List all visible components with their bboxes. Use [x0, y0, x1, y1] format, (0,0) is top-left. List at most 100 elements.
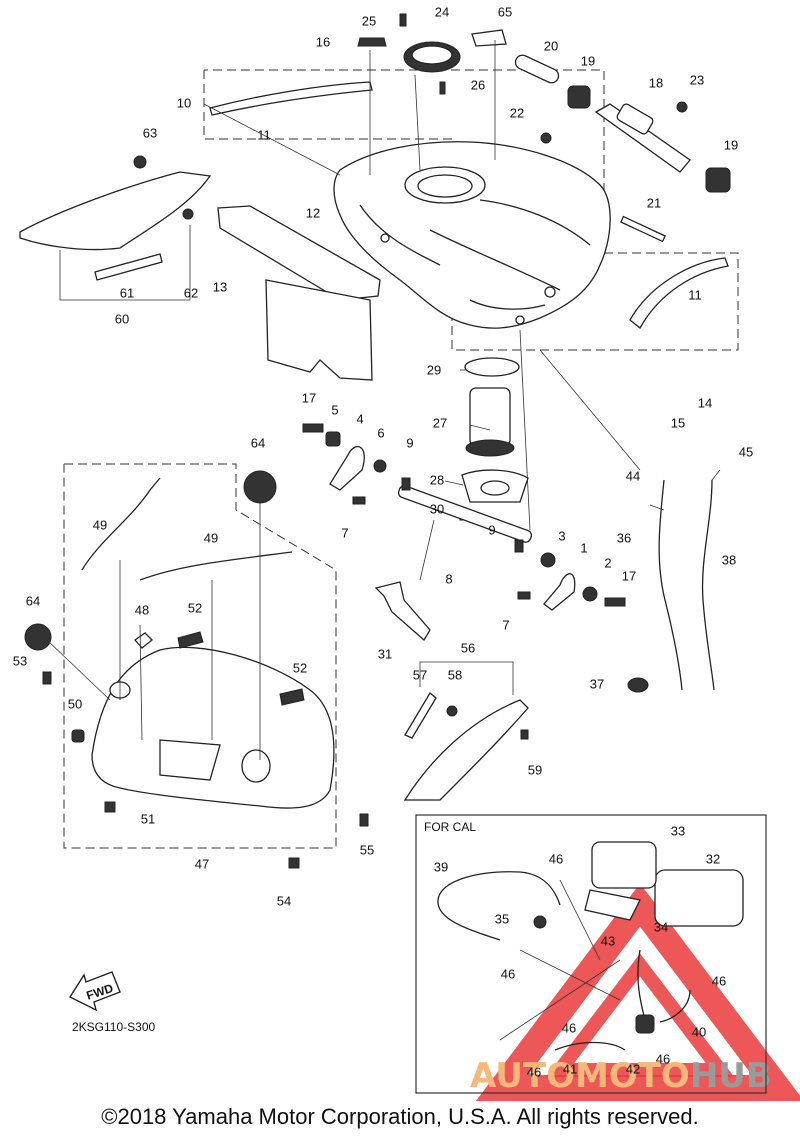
part-number-61: 61 — [120, 285, 134, 300]
part-number-39: 39 — [434, 859, 448, 874]
tank-air-guide — [217, 205, 381, 301]
part-number-31: 31 — [378, 646, 392, 661]
part-number-5: 5 — [331, 402, 338, 417]
group-boxes: FOR CAL — [63, 69, 767, 1094]
part-number-57: 57 — [413, 667, 427, 682]
part-number-64: 64 — [26, 593, 40, 608]
pipe-assembly — [302, 423, 626, 611]
part-number-21: 21 — [647, 195, 661, 210]
part-number-46: 46 — [501, 966, 515, 981]
watermark-triangle-inner — [545, 953, 735, 1077]
part-number-51: 51 — [141, 811, 155, 826]
part-number-43: 43 — [601, 933, 615, 948]
part-number-11: 11 — [257, 127, 271, 142]
part-number-48: 48 — [135, 602, 149, 617]
part-number-47: 47 — [195, 856, 209, 871]
part-number-4: 4 — [356, 411, 363, 426]
part-number-58: 58 — [448, 667, 462, 682]
part-number-62: 62 — [184, 285, 198, 300]
part-number-46: 46 — [527, 1064, 541, 1079]
part-number-22: 22 — [510, 105, 524, 120]
part-number-60: 60 — [115, 311, 129, 326]
part-number-9: 9 — [488, 522, 495, 537]
tank-cover-group-box — [63, 463, 337, 849]
part-number-33: 33 — [671, 823, 685, 838]
part-number-56: 56 — [461, 640, 475, 655]
part-number-49: 49 — [204, 530, 218, 545]
part-number-40: 40 — [692, 1024, 706, 1039]
part-number-16: 16 — [316, 34, 330, 49]
cal-box-label: FOR CAL — [424, 820, 476, 834]
tank-group-box — [203, 69, 739, 351]
tank-pad — [265, 279, 373, 381]
part-number-20: 20 — [544, 38, 558, 53]
filler-cap — [357, 13, 507, 95]
part-number-46: 46 — [712, 973, 726, 988]
part-number-12: 12 — [306, 205, 320, 220]
part-number-52: 52 — [293, 660, 307, 675]
part-number-37: 37 — [590, 676, 604, 691]
part-number-13: 13 — [213, 279, 227, 294]
watermark-triangle — [475, 883, 800, 1101]
part-number-19: 19 — [581, 53, 595, 68]
part-number-65: 65 — [498, 4, 512, 19]
part-number-63: 63 — [143, 125, 157, 140]
part-number-27: 27 — [433, 415, 447, 430]
part-number-32: 32 — [706, 851, 720, 866]
part-number-23: 23 — [690, 72, 704, 87]
part-number-34: 34 — [654, 919, 668, 934]
part-labels: 1234567789910111112131415161717181919202… — [13, 4, 753, 1079]
part-number-1: 1 — [580, 540, 587, 555]
part-number-3: 3 — [558, 528, 565, 543]
drain-hoses — [627, 479, 715, 693]
tank-rubber-strip-upper — [209, 81, 373, 116]
diagram-code: 2KSG110-S300 — [72, 1020, 155, 1034]
tank-bracket — [514, 54, 731, 243]
cal-group-box — [415, 814, 767, 1094]
part-number-38: 38 — [722, 552, 736, 567]
part-number-55: 55 — [360, 842, 374, 857]
tank-rubber-strip-lower — [629, 257, 729, 329]
leader-lines — [46, 40, 721, 1041]
part-number-50: 50 — [68, 696, 82, 711]
part-number-17: 17 — [302, 390, 316, 405]
part-number-7: 7 — [341, 525, 348, 540]
part-number-2: 2 — [604, 555, 611, 570]
watermark-logo: AUTOMOTOHUB — [470, 883, 800, 1101]
svg-text:AUTOMOTOHUB: AUTOMOTOHUB — [470, 1056, 772, 1096]
part-number-10: 10 — [177, 95, 191, 110]
tank-cover — [24, 470, 369, 869]
part-number-29: 29 — [427, 362, 441, 377]
part-number-44: 44 — [626, 468, 640, 483]
fuel-pump — [459, 357, 529, 521]
part-number-9: 9 — [406, 435, 413, 450]
part-number-17: 17 — [622, 568, 636, 583]
fwd-arrow: FWD — [68, 971, 121, 1012]
copyright-notice: ©2018 Yamaha Motor Corporation, U.S.A. A… — [101, 1104, 698, 1129]
part-number-64: 64 — [251, 435, 265, 450]
breather-hose — [374, 581, 431, 642]
watermark-text-main: AUTOMOTO — [470, 1056, 690, 1096]
part-number-35: 35 — [495, 911, 509, 926]
cal-canister-kit — [437, 841, 744, 1051]
side-cover-upper — [19, 155, 212, 301]
part-number-30: 30 — [430, 501, 444, 516]
part-number-19: 19 — [724, 137, 738, 152]
part-number-46: 46 — [656, 1051, 670, 1066]
side-panel-lower — [403, 661, 529, 801]
fuel-tank — [333, 141, 611, 329]
part-number-28: 28 — [430, 472, 444, 487]
part-number-8: 8 — [445, 571, 452, 586]
part-number-6: 6 — [377, 425, 384, 440]
part-number-36: 36 — [617, 530, 631, 545]
part-number-41: 41 — [563, 1061, 577, 1076]
part-number-59: 59 — [528, 762, 542, 777]
part-number-46: 46 — [562, 1020, 576, 1035]
part-number-14: 14 — [698, 395, 712, 410]
part-number-15: 15 — [671, 415, 685, 430]
part-number-26: 26 — [471, 77, 485, 92]
part-number-46: 46 — [549, 851, 563, 866]
part-number-52: 52 — [188, 600, 202, 615]
part-number-54: 54 — [277, 893, 291, 908]
